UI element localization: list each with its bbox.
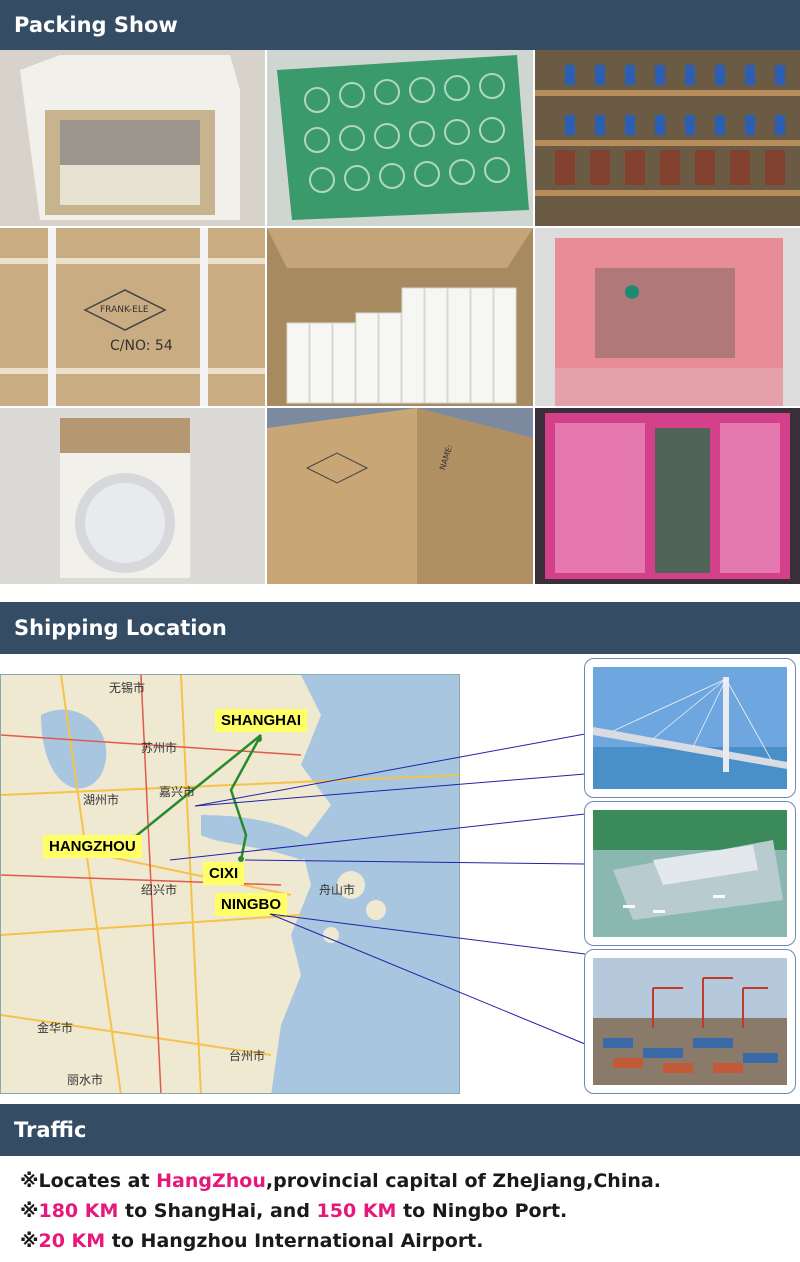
map-city-lishui: 丽水市: [67, 1073, 104, 1087]
side-photo-bridge: [584, 658, 796, 798]
photo-open-box-bubble-wrap: [0, 50, 265, 226]
traffic-line2-suffix: to Ningbo Port.: [396, 1200, 568, 1222]
map-label-shanghai: SHANGHAI: [215, 709, 308, 732]
packing-show-title: Packing Show: [14, 13, 178, 37]
packing-show-header: Packing Show: [0, 0, 800, 50]
shipping-location-header: Shipping Location: [0, 602, 800, 654]
highlight-180km: 180 KM: [38, 1200, 119, 1222]
map-label-cixi: CIXI: [203, 862, 245, 885]
highlight-150km: 150 KM: [316, 1200, 397, 1222]
map-city-huzhou: 湖州市: [83, 793, 120, 807]
side-photo-port: [584, 949, 796, 1094]
carton-brand-mark: FRANK-ELE: [100, 305, 149, 315]
traffic-header: Traffic: [0, 1104, 800, 1156]
photo-sealed-carton: FRANK-ELE C/NO: 54: [0, 228, 265, 406]
traffic-line-distances: ※180 KM to ShangHai, and 150 KM to Ningb…: [20, 1196, 790, 1226]
traffic-line1-suffix: ,provincial capital of ZheJiang,China.: [265, 1170, 661, 1192]
map-city-suzhou: 苏州市: [141, 741, 178, 755]
photo-white-boxes-in-carton: [267, 228, 533, 406]
shipping-map: SHANGHAI HANGZHOU CIXI NINGBO 无锡市 苏州市 湖州…: [0, 674, 460, 1094]
bullet-mark: ※: [20, 1170, 39, 1192]
traffic-info: ※Locates at HangZhou,provincial capital …: [20, 1166, 790, 1256]
traffic-line1-prefix: Locates at: [38, 1170, 157, 1192]
highlight-hangzhou: HangZhou: [156, 1170, 266, 1192]
map-city-jinhua: 金华市: [37, 1021, 74, 1035]
traffic-line-airport: ※20 KM to Hangzhou International Airport…: [20, 1226, 790, 1256]
map-connector-lines: [169, 733, 586, 1045]
map-city-zhoushan: 舟山市: [319, 883, 356, 897]
photo-green-pcb-bubble: [267, 50, 533, 226]
map-city-wuxi: 无锡市: [109, 681, 146, 695]
map-label-hangzhou: HANGZHOU: [43, 835, 142, 858]
bullet-mark: ※: [20, 1200, 39, 1222]
photo-labeled-carton: NAME:: [267, 408, 533, 584]
photo-pink-antistatic-bag: [535, 228, 800, 406]
highlight-20km: 20 KM: [38, 1230, 106, 1252]
map-city-taizhou: 台州市: [229, 1049, 266, 1063]
bullet-mark: ※: [20, 1230, 39, 1252]
photo-pink-bag-boards: [535, 408, 800, 584]
map-city-jiaxing: 嘉兴市: [159, 785, 196, 799]
map-city-shaoxing: 绍兴市: [141, 883, 178, 897]
shipping-location-title: Shipping Location: [14, 616, 227, 640]
photo-small-box-bubble: [0, 408, 265, 584]
traffic-line2-middle: to ShangHai, and: [118, 1200, 317, 1222]
traffic-line-location: ※Locates at HangZhou,provincial capital …: [20, 1166, 790, 1196]
side-photo-airport: [584, 801, 796, 946]
traffic-title: Traffic: [14, 1118, 87, 1142]
map-label-ningbo: NINGBO: [215, 893, 287, 916]
photo-boards-in-dividers: [535, 50, 800, 226]
traffic-line3-suffix: to Hangzhou International Airport.: [105, 1230, 484, 1252]
carton-number-mark: C/NO: 54: [110, 338, 173, 354]
packing-photo-grid: FRANK-ELE C/NO: 54: [0, 50, 800, 584]
